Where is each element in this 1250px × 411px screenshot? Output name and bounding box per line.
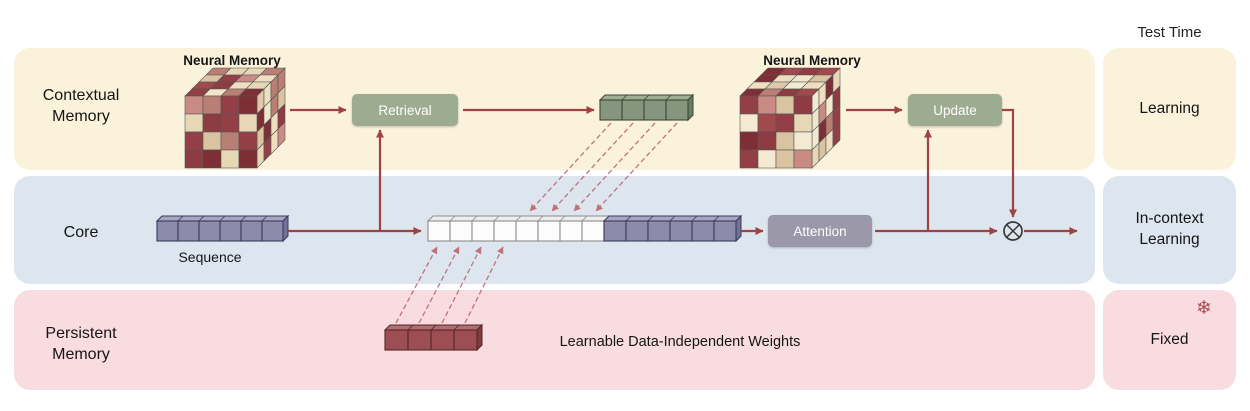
attention-box: Attention: [768, 215, 872, 247]
learning-label: Learning: [1139, 99, 1200, 117]
in-context-learning-label: In-context Learning: [1135, 210, 1204, 248]
neural-memory-label-1: Neural Memory: [183, 53, 281, 68]
sequence-label: Sequence: [178, 249, 242, 265]
persistent-memory-label: Persistent Memory: [45, 325, 117, 364]
test-time-box-learning: Learning: [1103, 48, 1236, 170]
contextual-memory-label: Contextual Memory: [42, 87, 120, 126]
core-label: Core: [63, 224, 99, 241]
snowflake-icon: ❄: [1196, 297, 1212, 319]
test-time-header: Test Time: [1137, 24, 1202, 41]
core-band: [14, 176, 1095, 284]
persistent-memory-band: [14, 290, 1095, 390]
test-time-box-fixed: Fixed: [1103, 290, 1236, 390]
test-time-box-in-context-learning: In-context Learning: [1103, 176, 1236, 284]
learnable-weights-caption: Learnable Data-Independent Weights: [559, 334, 801, 350]
update-box: Update: [908, 94, 1002, 126]
neural-memory-label-2: Neural Memory: [763, 53, 861, 68]
retrieval-box: Retrieval: [352, 94, 458, 126]
fixed-label: Fixed: [1150, 330, 1189, 348]
